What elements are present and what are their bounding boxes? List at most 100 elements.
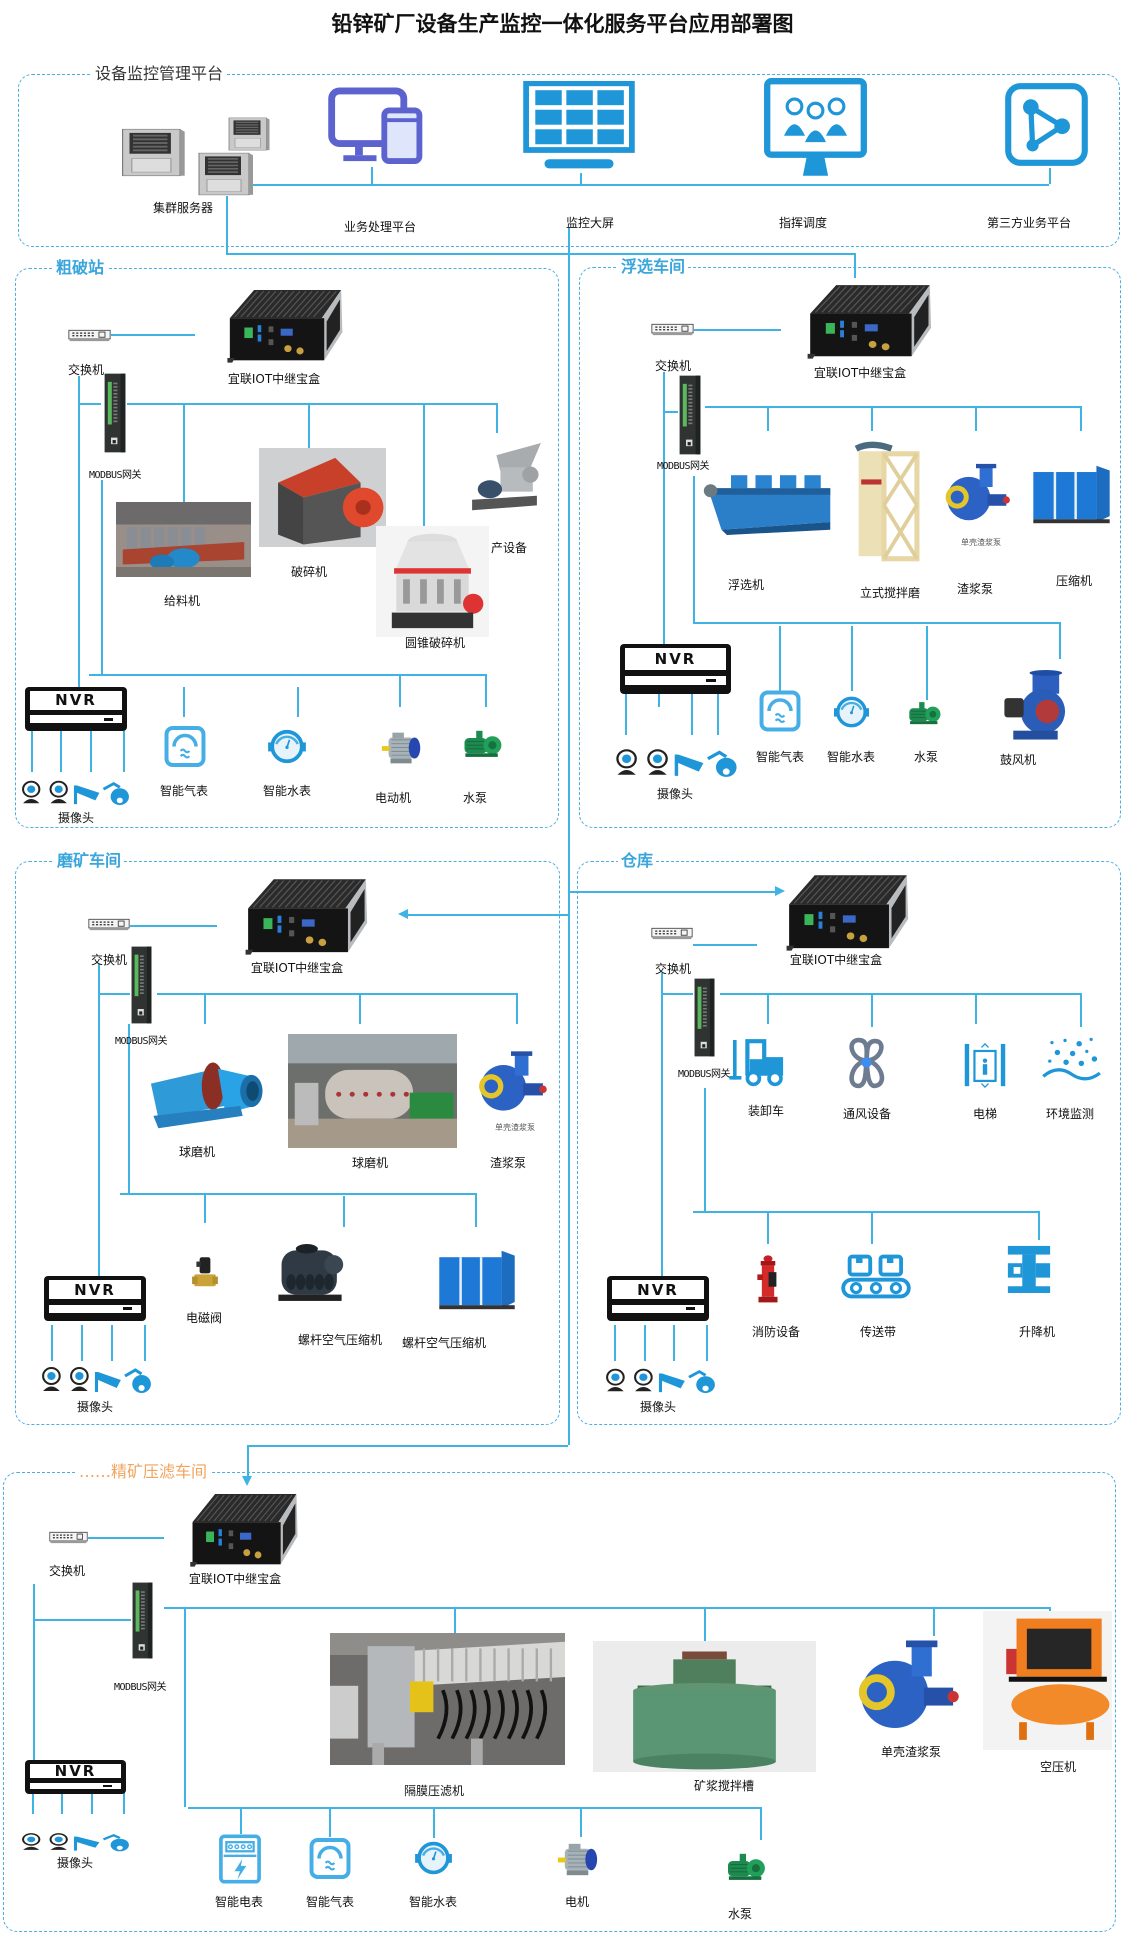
device-label: 智能水表	[826, 750, 876, 764]
ventilation-fan-icon	[841, 1030, 892, 1096]
connection-line	[423, 403, 425, 526]
network-switch-label: 交换机	[654, 359, 692, 373]
connection-line	[871, 1211, 873, 1244]
server-icon	[226, 117, 271, 151]
iot-relay-box[interactable]	[805, 278, 935, 361]
network-switch[interactable]	[88, 918, 130, 931]
modbus-gateway[interactable]	[693, 977, 716, 1058]
connection-line	[60, 731, 62, 772]
connection-line	[691, 694, 693, 735]
flotation-workshop-title: 浮选车间	[618, 258, 689, 276]
pump-caption: 单壳渣浆泵	[495, 1123, 535, 1132]
connection-line	[111, 334, 195, 336]
device-label: 隔膜压滤机	[403, 1784, 465, 1798]
blower-image	[997, 667, 1071, 744]
crushing-station-title: 粗破站	[53, 259, 108, 277]
nvr-label: NVR	[30, 1762, 121, 1780]
network-switch[interactable]	[68, 329, 111, 342]
device-label: 给料机	[163, 594, 201, 608]
connection-line	[475, 1193, 477, 1227]
nvr-recorder[interactable]: NVR	[25, 1760, 126, 1794]
connection-line	[127, 403, 496, 405]
nvr-drive-bay	[49, 1304, 141, 1313]
network-switch[interactable]	[49, 1531, 88, 1544]
nvr-recorder[interactable]: NVR	[607, 1276, 709, 1321]
camera-icons[interactable]	[20, 1831, 132, 1852]
nvr-recorder[interactable]: NVR	[620, 644, 731, 694]
connection-line	[693, 944, 757, 946]
nvr-drive-bay	[30, 1782, 121, 1789]
modbus-gateway[interactable]	[103, 372, 127, 454]
iot-relay-box[interactable]	[225, 283, 346, 365]
connection-line	[247, 1445, 568, 1447]
modbus-gateway[interactable]	[130, 945, 153, 1025]
device-label: 智能气表	[305, 1895, 355, 1909]
camera-icons[interactable]	[20, 778, 132, 806]
network-switch-label: 交换机	[67, 363, 105, 377]
connection-line	[693, 476, 695, 622]
server-icon[interactable]	[195, 152, 255, 196]
modbus-gateway-label: MODBUS网关	[677, 1069, 731, 1080]
third-party-platform-icon[interactable]	[1003, 81, 1090, 168]
arrow-to-warehouse	[775, 886, 785, 896]
network-switch[interactable]	[651, 927, 693, 940]
connection-line	[120, 1193, 475, 1195]
network-switch[interactable]	[651, 323, 694, 336]
grinding-workshop-group	[15, 861, 560, 1425]
iot-relay-box-label: 宜联IOT中继宝盒	[813, 366, 907, 380]
connection-line	[580, 173, 582, 184]
pump-caption: 单壳渣浆泵	[961, 538, 1001, 547]
device-label: 智能水表	[408, 1895, 458, 1909]
nvr-recorder[interactable]: NVR	[25, 687, 127, 731]
monitor-wall-icon[interactable]	[518, 81, 640, 173]
device-label: 矿浆搅拌槽	[693, 1779, 755, 1793]
connection-line	[128, 1024, 130, 1193]
electric-motor-image	[375, 724, 429, 772]
connection-line	[123, 731, 125, 772]
camera-icons[interactable]	[604, 1366, 718, 1394]
connection-line	[871, 406, 873, 431]
vertical-stirred-mill-image	[846, 441, 922, 569]
production-equipment-image	[464, 437, 545, 522]
modbus-gateway[interactable]	[131, 1581, 154, 1660]
camera-icons[interactable]	[40, 1364, 154, 1394]
iot-relay-box-label: 宜联IOT中继宝盒	[250, 961, 344, 975]
modbus-gateway[interactable]	[678, 374, 702, 456]
connection-line	[704, 1088, 706, 1211]
third-party-platform-label: 第三方业务平台	[986, 216, 1072, 230]
cone-crusher-image	[376, 526, 489, 637]
iot-relay-box[interactable]	[784, 868, 912, 953]
connection-line	[240, 1807, 242, 1834]
device-label: 螺杆空气压缩机	[297, 1333, 383, 1347]
connection-line	[704, 1607, 706, 1641]
camera-icons[interactable]	[614, 746, 740, 778]
business-platform-icon[interactable]	[319, 87, 434, 165]
solenoid-valve-image	[188, 1254, 222, 1297]
device-label: 智能电表	[214, 1895, 264, 1909]
ball-mill-photo	[288, 1034, 457, 1148]
command-dispatch-icon[interactable]	[759, 77, 872, 182]
iot-relay-box[interactable]	[243, 872, 371, 957]
camera-label: 摄像头	[57, 811, 95, 825]
iot-relay-box[interactable]	[188, 1487, 301, 1569]
connection-line	[88, 1537, 164, 1539]
device-label: 渣浆泵	[956, 582, 994, 596]
connection-line	[343, 1196, 345, 1227]
device-label: 智能气表	[159, 784, 209, 798]
device-label: 单壳渣浆泵	[880, 1745, 942, 1759]
connection-line	[871, 993, 873, 1027]
connection-line	[767, 1211, 769, 1244]
connection-line	[779, 626, 781, 691]
arrow-to-grinding	[398, 909, 408, 919]
device-label: 压缩机	[1055, 574, 1093, 588]
modbus-gateway-label: MODBUS网关	[656, 461, 710, 472]
connection-line	[1059, 622, 1061, 659]
modbus-gateway-label: MODBUS网关	[88, 470, 142, 481]
server-icon	[118, 128, 187, 177]
nvr-recorder[interactable]: NVR	[44, 1276, 146, 1321]
nvr-drive-bay	[625, 675, 726, 686]
connection-line	[247, 1445, 249, 1476]
flotation-workshop-group	[579, 267, 1121, 828]
network-switch-label: 交换机	[654, 962, 692, 976]
connection-line	[1080, 406, 1082, 431]
